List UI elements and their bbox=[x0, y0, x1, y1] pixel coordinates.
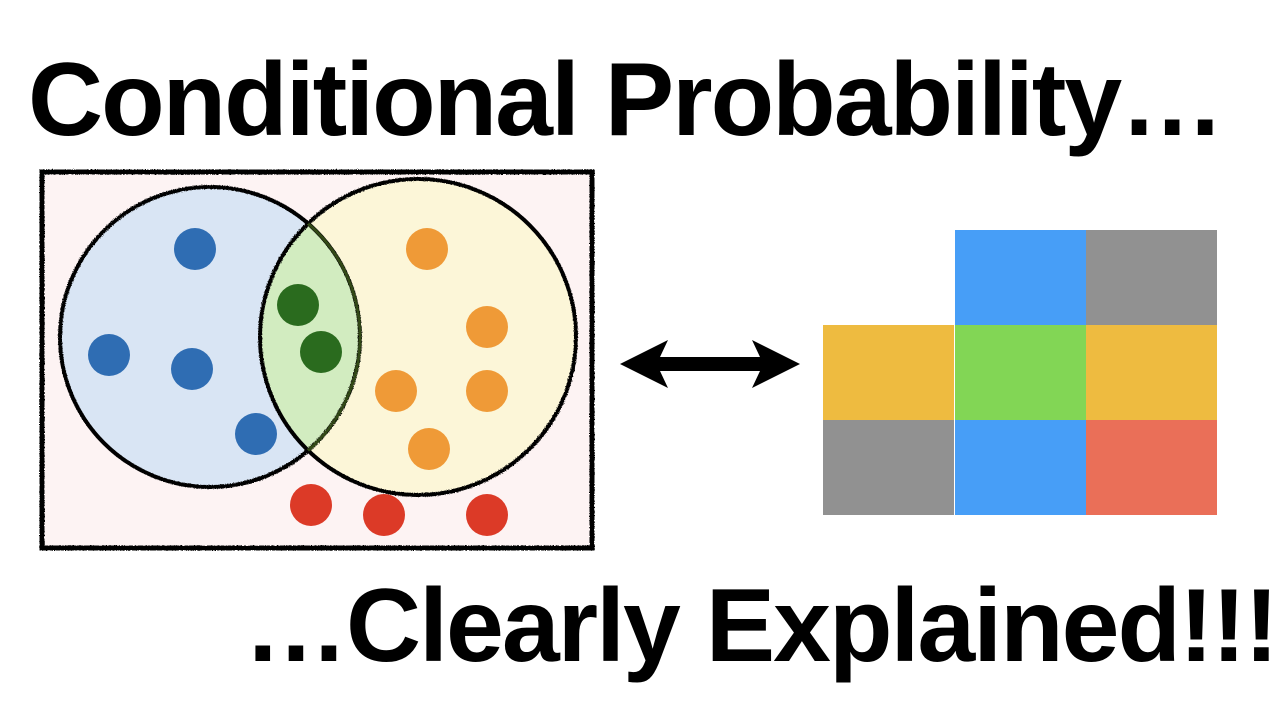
red-dot bbox=[466, 494, 508, 536]
grid-cell-r0-c1 bbox=[955, 230, 1086, 325]
blue-dot bbox=[174, 228, 216, 270]
grid-cell-r1-c1 bbox=[955, 325, 1086, 420]
grid-cell-r2-c0 bbox=[823, 420, 954, 515]
green-dot bbox=[300, 331, 342, 373]
green-dot bbox=[277, 284, 319, 326]
orange-dot bbox=[466, 370, 508, 412]
blue-dot bbox=[88, 334, 130, 376]
grid-cell-r1-c0 bbox=[823, 325, 954, 420]
color-grid bbox=[823, 230, 1218, 516]
blue-dot bbox=[171, 348, 213, 390]
red-dot bbox=[363, 494, 405, 536]
grid-cell-r0-c2 bbox=[1086, 230, 1217, 325]
red-dot bbox=[290, 484, 332, 526]
orange-dot bbox=[406, 228, 448, 270]
blue-dot bbox=[235, 413, 277, 455]
grid-cell-r2-c1 bbox=[955, 420, 1086, 515]
venn-diagram bbox=[39, 169, 595, 551]
title-top: Conditional Probability… bbox=[28, 42, 1224, 158]
title-bottom: …Clearly Explained!!! bbox=[244, 568, 1279, 684]
double-headed-arrow-icon bbox=[620, 340, 800, 388]
orange-dot bbox=[466, 306, 508, 348]
grid-cell-r2-c2 bbox=[1086, 420, 1217, 515]
orange-dot bbox=[408, 428, 450, 470]
orange-dot bbox=[375, 370, 417, 412]
grid-cell-r1-c2 bbox=[1086, 325, 1217, 420]
data-points bbox=[88, 228, 508, 536]
